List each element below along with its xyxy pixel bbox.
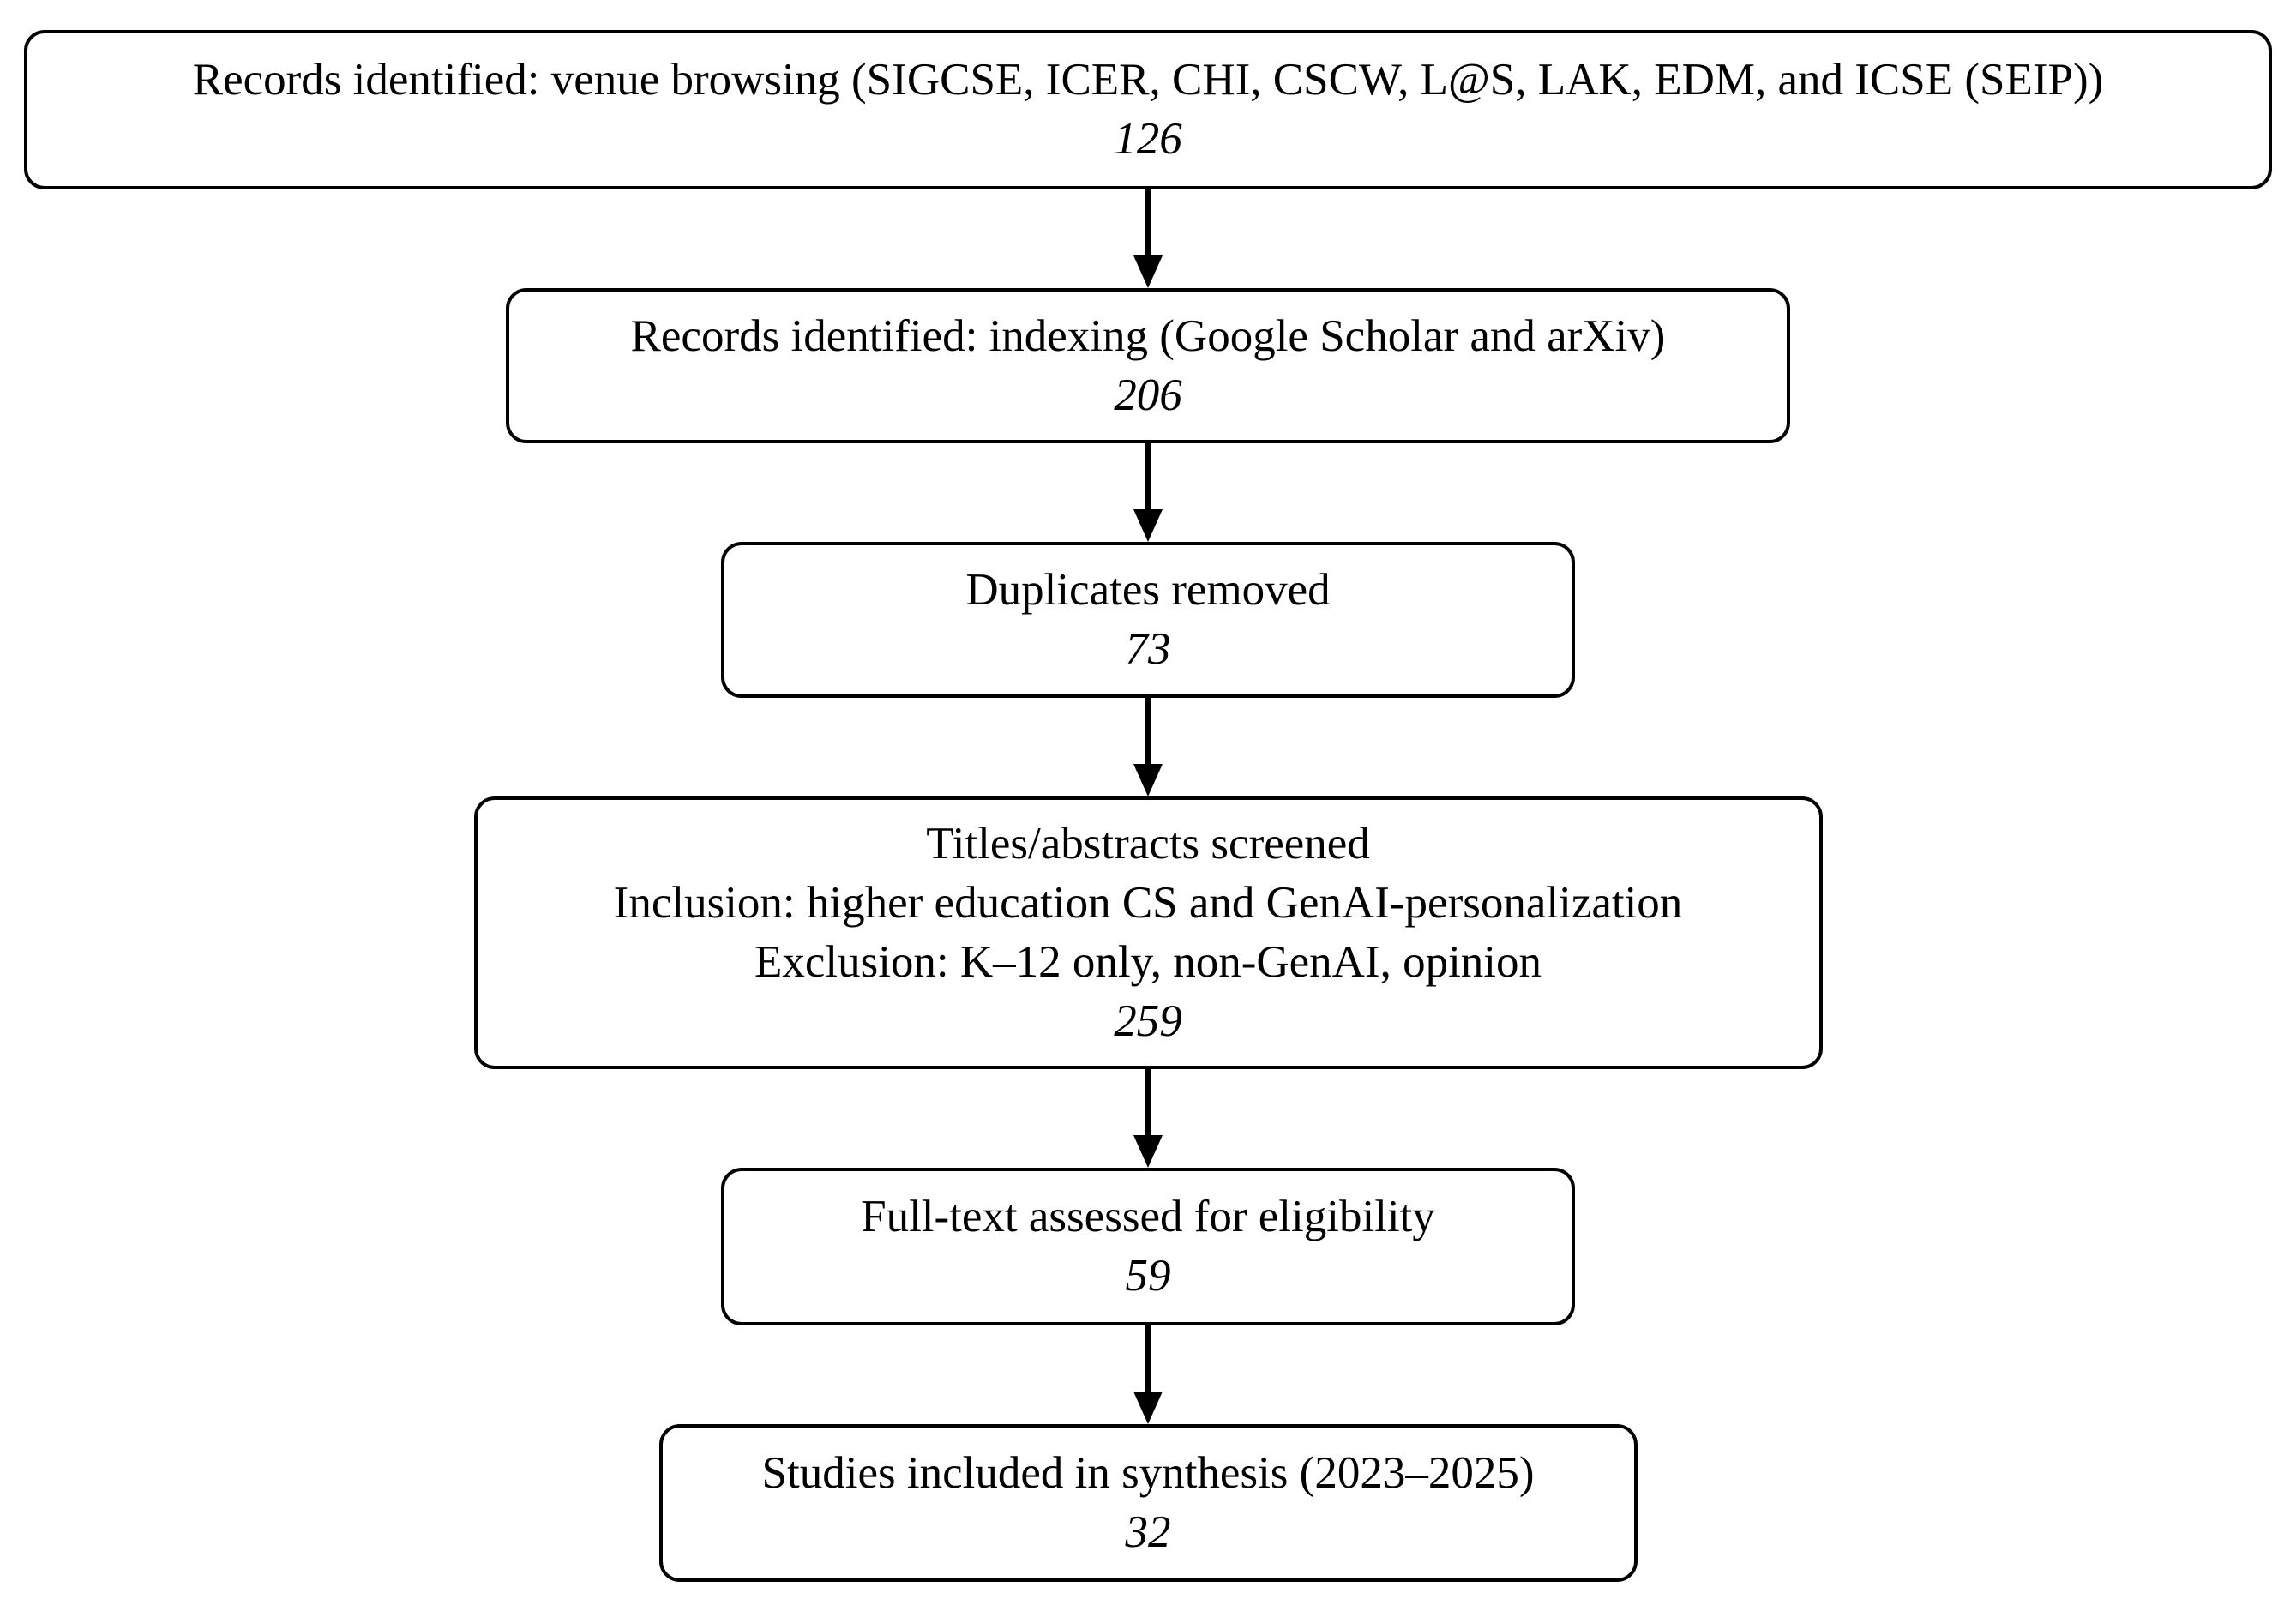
arrow-shaft	[1145, 1325, 1151, 1392]
box-count: 259	[1114, 996, 1182, 1046]
box-text: Full-text assessed for eligibility	[861, 1192, 1435, 1241]
arrow-head-icon	[1133, 255, 1163, 288]
box-count: 73	[1125, 624, 1171, 674]
box-text: Records identified: venue browsing (SIGC…	[192, 55, 2104, 105]
arrow-shaft	[1145, 698, 1151, 764]
arrow-shaft	[1145, 189, 1151, 255]
arrow-head-icon	[1133, 764, 1163, 796]
box-count: 206	[1114, 370, 1182, 420]
flow-box-studies-included: Studies included in synthesis (2023–2025…	[658, 1424, 1638, 1582]
arrow-head-icon	[1133, 1135, 1163, 1168]
box-count: 32	[1125, 1507, 1171, 1557]
down-arrow	[1133, 189, 1163, 288]
box-text: Titles/abstracts screened	[926, 819, 1370, 869]
arrow-shaft	[1145, 443, 1151, 509]
down-arrow	[1133, 443, 1163, 542]
flow-box-duplicates-removed: Duplicates removed 73	[721, 542, 1575, 698]
down-arrow	[1133, 1325, 1163, 1424]
flow-diagram: Records identified: venue browsing (SIGC…	[0, 30, 2296, 1582]
arrow-head-icon	[1133, 509, 1163, 542]
box-text: Studies included in synthesis (2023–2025…	[761, 1448, 1535, 1498]
flow-box-titles-abstracts-screened: Titles/abstracts screened Inclusion: hig…	[473, 796, 1823, 1069]
box-text: Duplicates removed	[965, 565, 1331, 615]
down-arrow	[1133, 698, 1163, 796]
box-text: Inclusion: higher education CS and GenAI…	[613, 878, 1683, 928]
flow-box-records-venue-browsing: Records identified: venue browsing (SIGC…	[24, 30, 2272, 189]
box-count: 126	[1114, 114, 1182, 164]
down-arrow	[1133, 1069, 1163, 1168]
box-count: 59	[1125, 1251, 1171, 1301]
flow-box-full-text-assessed: Full-text assessed for eligibility 59	[721, 1168, 1575, 1325]
box-text: Records identified: indexing (Google Sch…	[630, 310, 1666, 361]
arrow-shaft	[1145, 1069, 1151, 1135]
box-text: Exclusion: K–12 only, non-GenAI, opinion	[754, 937, 1542, 987]
flow-box-records-indexing: Records identified: indexing (Google Sch…	[506, 288, 1790, 443]
arrow-head-icon	[1133, 1392, 1163, 1424]
